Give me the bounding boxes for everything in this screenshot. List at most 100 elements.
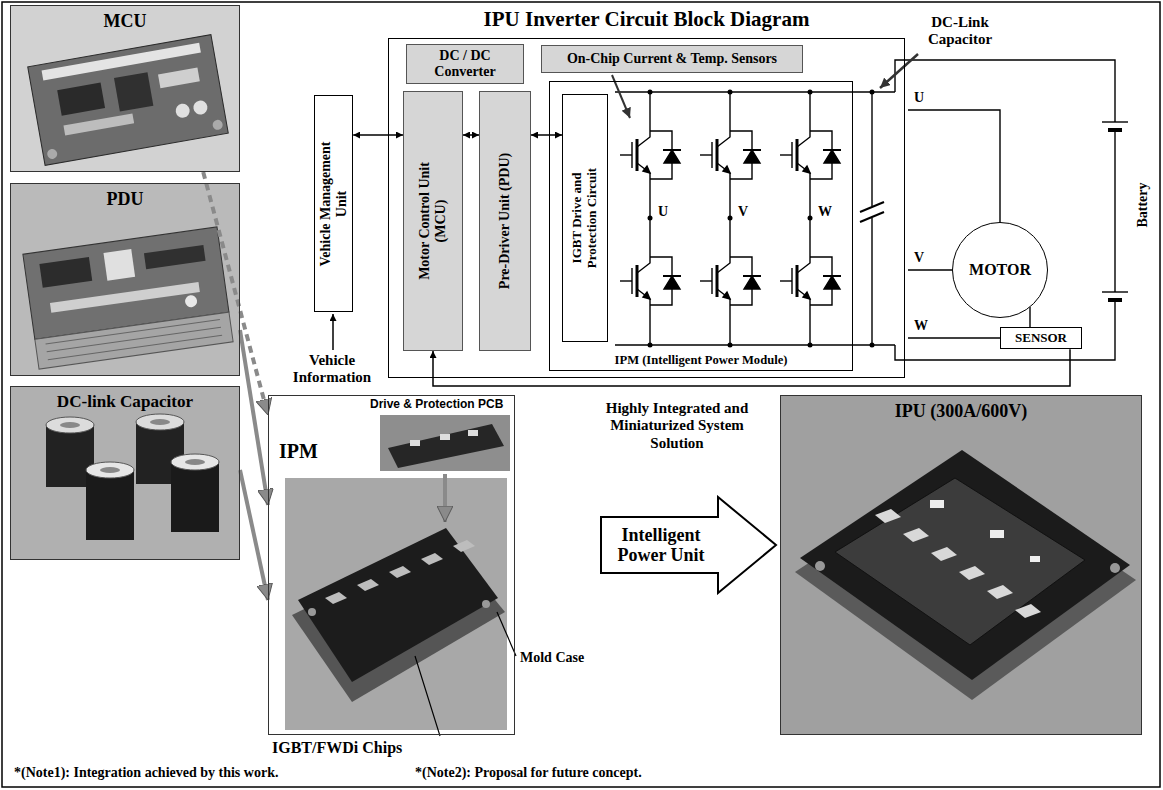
footnote: *(Note2): Proposal for future concept. — [415, 765, 642, 781]
shaded-box: Pre-Driver Unit (PDU) — [479, 91, 531, 351]
ipm-photo-part — [380, 415, 510, 471]
inverter-circuit-part-part — [728, 343, 733, 348]
node-text: IPU Inverter Circuit Block Diagram — [389, 8, 904, 32]
phase-label: W — [914, 318, 928, 334]
ipm-photo-part — [268, 395, 515, 735]
inverter-circuit-part — [908, 110, 1000, 222]
ipm-photo-part — [388, 424, 504, 468]
phase-label: U — [914, 90, 924, 106]
shaded-box: Motor Control Unit (MCU) — [403, 91, 463, 351]
capacitor-photo-part — [136, 414, 184, 430]
ipm-photo-part — [443, 474, 447, 522]
capacitor-photo-part — [150, 419, 170, 425]
node-text: MOTOR — [969, 261, 1031, 279]
photo-panel: PDU — [10, 183, 240, 376]
ipu-photo-part — [875, 509, 901, 523]
ipu-photo-part — [903, 528, 929, 542]
mcu-photo-part-part — [63, 113, 134, 135]
mcu-photo-part-part — [114, 72, 153, 111]
inverter-circuit-part — [809, 309, 810, 345]
inverter-circuit-part — [809, 92, 810, 127]
mcu-photo — [10, 5, 240, 172]
ipm-photo-part — [482, 600, 490, 608]
node-text: MCU — [11, 11, 239, 31]
ipm-photo-part — [453, 540, 475, 552]
pdu-photo-part-part — [184, 294, 198, 308]
node-text: DC / DC Converter — [410, 48, 520, 79]
signal-connector — [353, 134, 403, 136]
inverter-circuit-part — [908, 337, 1000, 338]
inverter-circuit-part — [780, 253, 841, 309]
node-text: Pre-Driver Unit (PDU) — [497, 146, 513, 296]
inverter-circuit-part — [649, 309, 650, 345]
ipu-photo-part — [780, 395, 1142, 735]
ipu-photo-part — [930, 500, 944, 508]
leader-lines-part — [497, 612, 516, 656]
phase-label: V — [914, 250, 924, 266]
unit-box: Vehicle Management Unit — [314, 95, 353, 312]
unit-box: IGBT Drive and Protection Circuit — [562, 94, 608, 342]
capacitor-photo-part — [60, 422, 80, 428]
inverter-circuit-part — [729, 92, 730, 127]
inverter-circuit-part-part — [808, 343, 813, 348]
inverter-circuit-part — [871, 218, 872, 345]
assembly-arrow — [240, 330, 268, 505]
capacitor-photo-part — [185, 459, 205, 465]
mcu-photo-part — [28, 35, 229, 166]
inverter-circuit-part-part — [648, 343, 653, 348]
ipm-photo-part — [357, 579, 379, 591]
inverter-circuit-part-part — [728, 90, 733, 95]
inverter-circuit-part — [1029, 307, 1030, 327]
inverter-circuit-part — [649, 92, 650, 127]
inverter-circuit-part — [615, 91, 895, 92]
callout-text: Highly Integrated and Miniaturized Syste… — [602, 400, 752, 452]
ipu-photo-part — [800, 450, 1130, 680]
capacitor-photo-part — [10, 386, 240, 560]
inverter-circuit-part — [780, 127, 841, 183]
component-label: DC-Link Capacitor — [908, 14, 1012, 49]
node-text: IGBT Drive and Protection Circuit — [570, 143, 599, 293]
inverter-circuit-part — [615, 344, 895, 345]
inverter-circuit-part-part — [648, 90, 653, 95]
signal-connector — [531, 134, 562, 136]
inverter-circuit-part — [729, 309, 730, 345]
ipu-photo-part — [1015, 604, 1041, 618]
mcu-photo-part-part — [28, 35, 229, 166]
ipm-photo-part — [285, 478, 507, 730]
pdu-photo-part-part — [144, 245, 206, 269]
node-text: Intelligent Power Unit — [606, 519, 716, 571]
motor-circle: MOTOR — [952, 222, 1048, 318]
module-frame: IPM (Intelligent Power Module) IGBT Drive… — [549, 81, 853, 371]
pdu-photo-part-part — [35, 312, 233, 369]
ipm-photo-part — [325, 592, 347, 604]
ipu-photo-part — [815, 561, 825, 571]
part-label: Mold Case — [520, 650, 584, 666]
node-text: On-Chip Current & Temp. Sensors — [567, 51, 777, 67]
signal-label: Vehicle Information — [282, 352, 382, 387]
capacitor-photo-part — [86, 470, 134, 540]
sensor-box: SENSOR — [1000, 327, 1082, 350]
inverter-circuit-part — [620, 253, 681, 309]
photo-panel: MCU — [10, 5, 240, 172]
node-text: Motor Control Unit (MCU) — [417, 141, 448, 301]
mcu-photo-part-part — [158, 67, 200, 88]
inverter-circuit-part — [700, 253, 761, 309]
inverter-circuit-part — [871, 92, 872, 206]
phase-label: V — [738, 204, 748, 220]
phase-label: U — [658, 204, 668, 220]
ipm-photo-part — [308, 608, 316, 616]
inverter-circuit-part — [648, 90, 875, 348]
node-text: IPM (Intelligent Power Module) — [550, 353, 852, 367]
capacitor-photo-part — [46, 417, 94, 433]
ipu-photo-part — [1110, 563, 1120, 573]
inverter-circuit-part — [1102, 121, 1128, 122]
ipm-photo-part — [410, 440, 420, 446]
part-label: IGBT/FWDi Chips — [272, 739, 402, 757]
mcu-photo-part-part — [46, 148, 58, 160]
photo-panel: IPM — [268, 395, 515, 735]
mcu-photo-part-part — [175, 103, 191, 119]
